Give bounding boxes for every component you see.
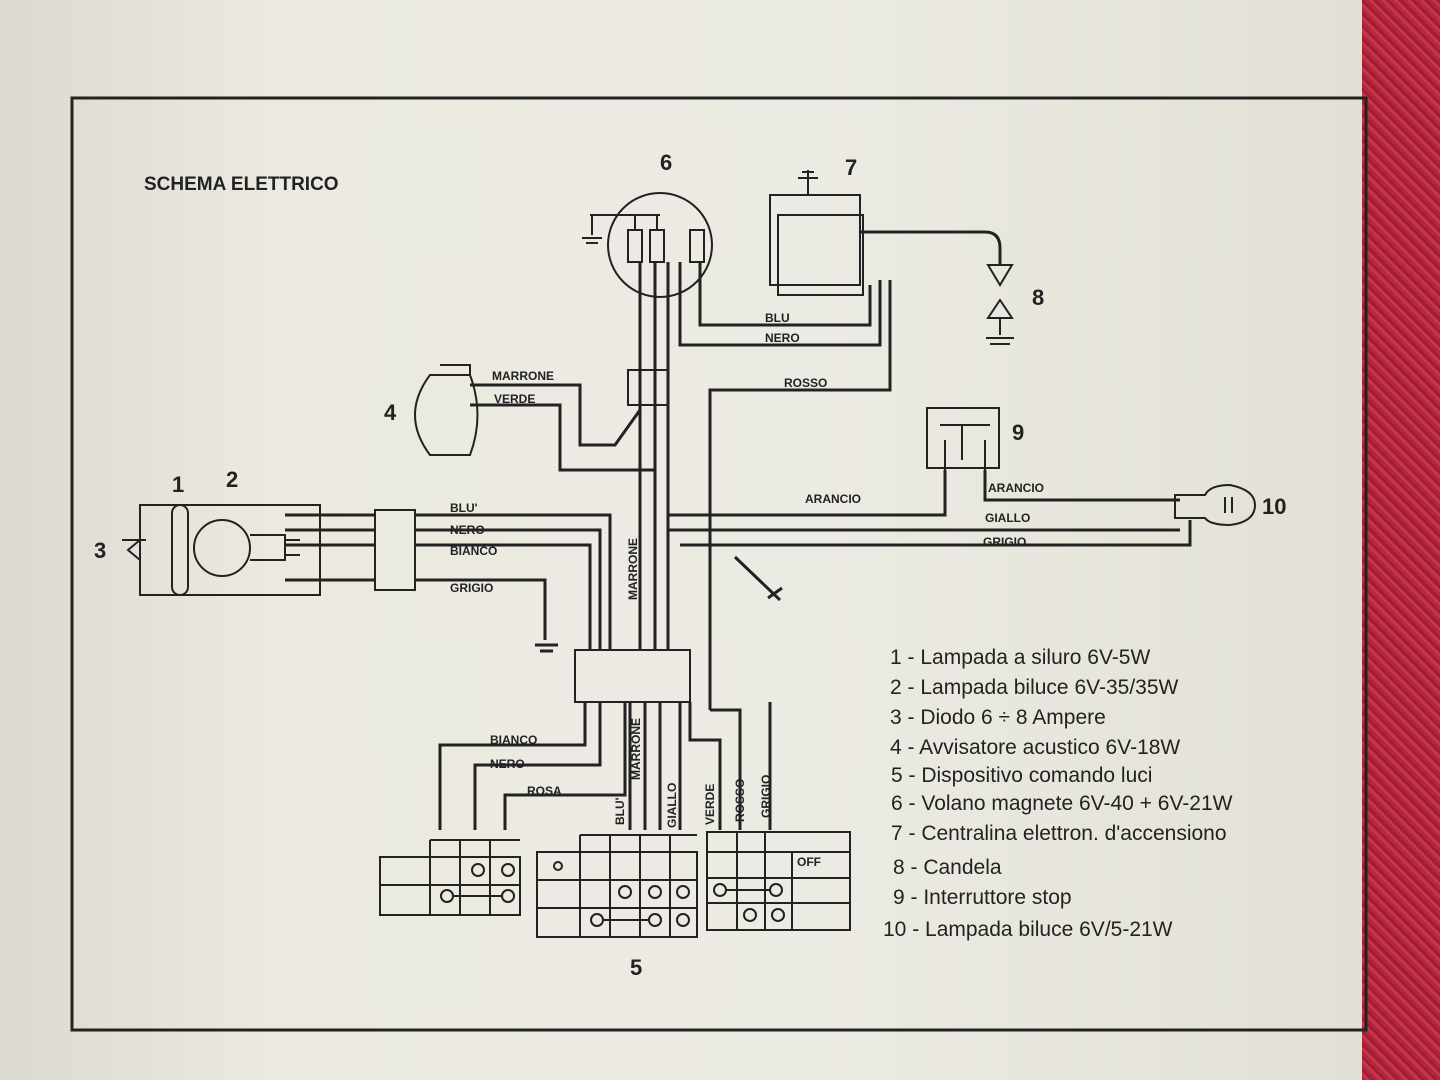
component-number-5: 5 xyxy=(630,955,642,980)
wire-label: BLU xyxy=(765,311,790,325)
wire-label: GIALLO xyxy=(665,783,679,828)
legend: 1 - Lampada a siluro 6V-5W 2 - Lampada b… xyxy=(883,646,1233,941)
wire-label: BIANCO xyxy=(450,544,497,558)
legend-item: 1 - Lampada a siluro 6V-5W xyxy=(890,646,1150,669)
wires xyxy=(285,262,1192,830)
spark-plug-icon xyxy=(986,264,1014,345)
wire-label: GRIGIO xyxy=(983,535,1026,549)
connector-block-left xyxy=(374,509,416,591)
wire-label: MARRONE xyxy=(629,718,643,780)
magneto-flywheel xyxy=(582,192,713,298)
component-number-8: 8 xyxy=(1032,285,1044,310)
wire-label: NERO xyxy=(490,757,525,771)
wire-label: BIANCO xyxy=(490,733,537,747)
paper-background xyxy=(0,0,1362,1080)
wire-label: NERO xyxy=(765,331,800,345)
component-number-10: 10 xyxy=(1262,494,1286,519)
connector-block-top xyxy=(627,369,669,406)
diagram-frame xyxy=(70,96,1368,1032)
wire-label: VERDE xyxy=(703,784,717,825)
wire-label: BLU' xyxy=(613,797,627,825)
component-number-7: 7 xyxy=(845,155,857,180)
wire-label: GRIGIO xyxy=(450,581,493,595)
switch-off-label: OFF xyxy=(797,855,821,869)
stop-switch xyxy=(926,407,1000,470)
light-switch-tables xyxy=(379,831,851,938)
headlamp-assembly xyxy=(122,504,321,596)
component-number-1: 1 xyxy=(172,472,184,497)
legend-item: 2 - Lampada biluce 6V-35/35W xyxy=(890,676,1179,699)
carpet-background xyxy=(1362,0,1440,1080)
wire-label: NERO xyxy=(450,523,485,537)
wire-label: ROSSO xyxy=(733,779,747,822)
legend-item: 8 - Candela xyxy=(893,856,1002,879)
wire-label: ROSSO xyxy=(784,376,827,390)
component-number-3: 3 xyxy=(94,538,106,563)
wire-label: ARANCIO xyxy=(988,481,1044,495)
legend-item: 6 - Volano magnete 6V-40 + 6V-21W xyxy=(891,792,1233,815)
tail-lamp xyxy=(1174,483,1257,527)
diagram-title: SCHEMA ELETTRICO xyxy=(144,174,339,195)
wire-label: GRIGIO xyxy=(759,775,773,818)
wire-label: GIALLO xyxy=(985,511,1030,525)
connector-block-center xyxy=(574,649,691,703)
legend-item: 4 - Avvisatore acustico 6V-18W xyxy=(890,736,1180,759)
component-number-9: 9 xyxy=(1012,420,1024,445)
wire-label: VERDE xyxy=(494,392,535,406)
horn xyxy=(414,364,479,456)
component-number-4: 4 xyxy=(384,400,397,425)
wire-label: ARANCIO xyxy=(805,492,861,506)
wire-label: ROSA xyxy=(527,784,562,798)
component-number-2: 2 xyxy=(226,467,238,492)
component-number-6: 6 xyxy=(660,150,672,175)
legend-item: 5 - Dispositivo comando luci xyxy=(891,764,1152,787)
legend-item: 10 - Lampada biluce 6V/5-21W xyxy=(883,918,1173,941)
legend-item: 9 - Interruttore stop xyxy=(893,886,1072,909)
wire-label: MARRONE xyxy=(492,369,554,383)
ignition-unit xyxy=(769,170,1002,296)
wire-label: BLU' xyxy=(450,501,478,515)
legend-item: 3 - Diodo 6 ÷ 8 Ampere xyxy=(890,706,1106,729)
legend-item: 7 - Centralina elettron. d'accensiono xyxy=(891,822,1227,845)
wire-label: MARRONE xyxy=(626,538,640,600)
